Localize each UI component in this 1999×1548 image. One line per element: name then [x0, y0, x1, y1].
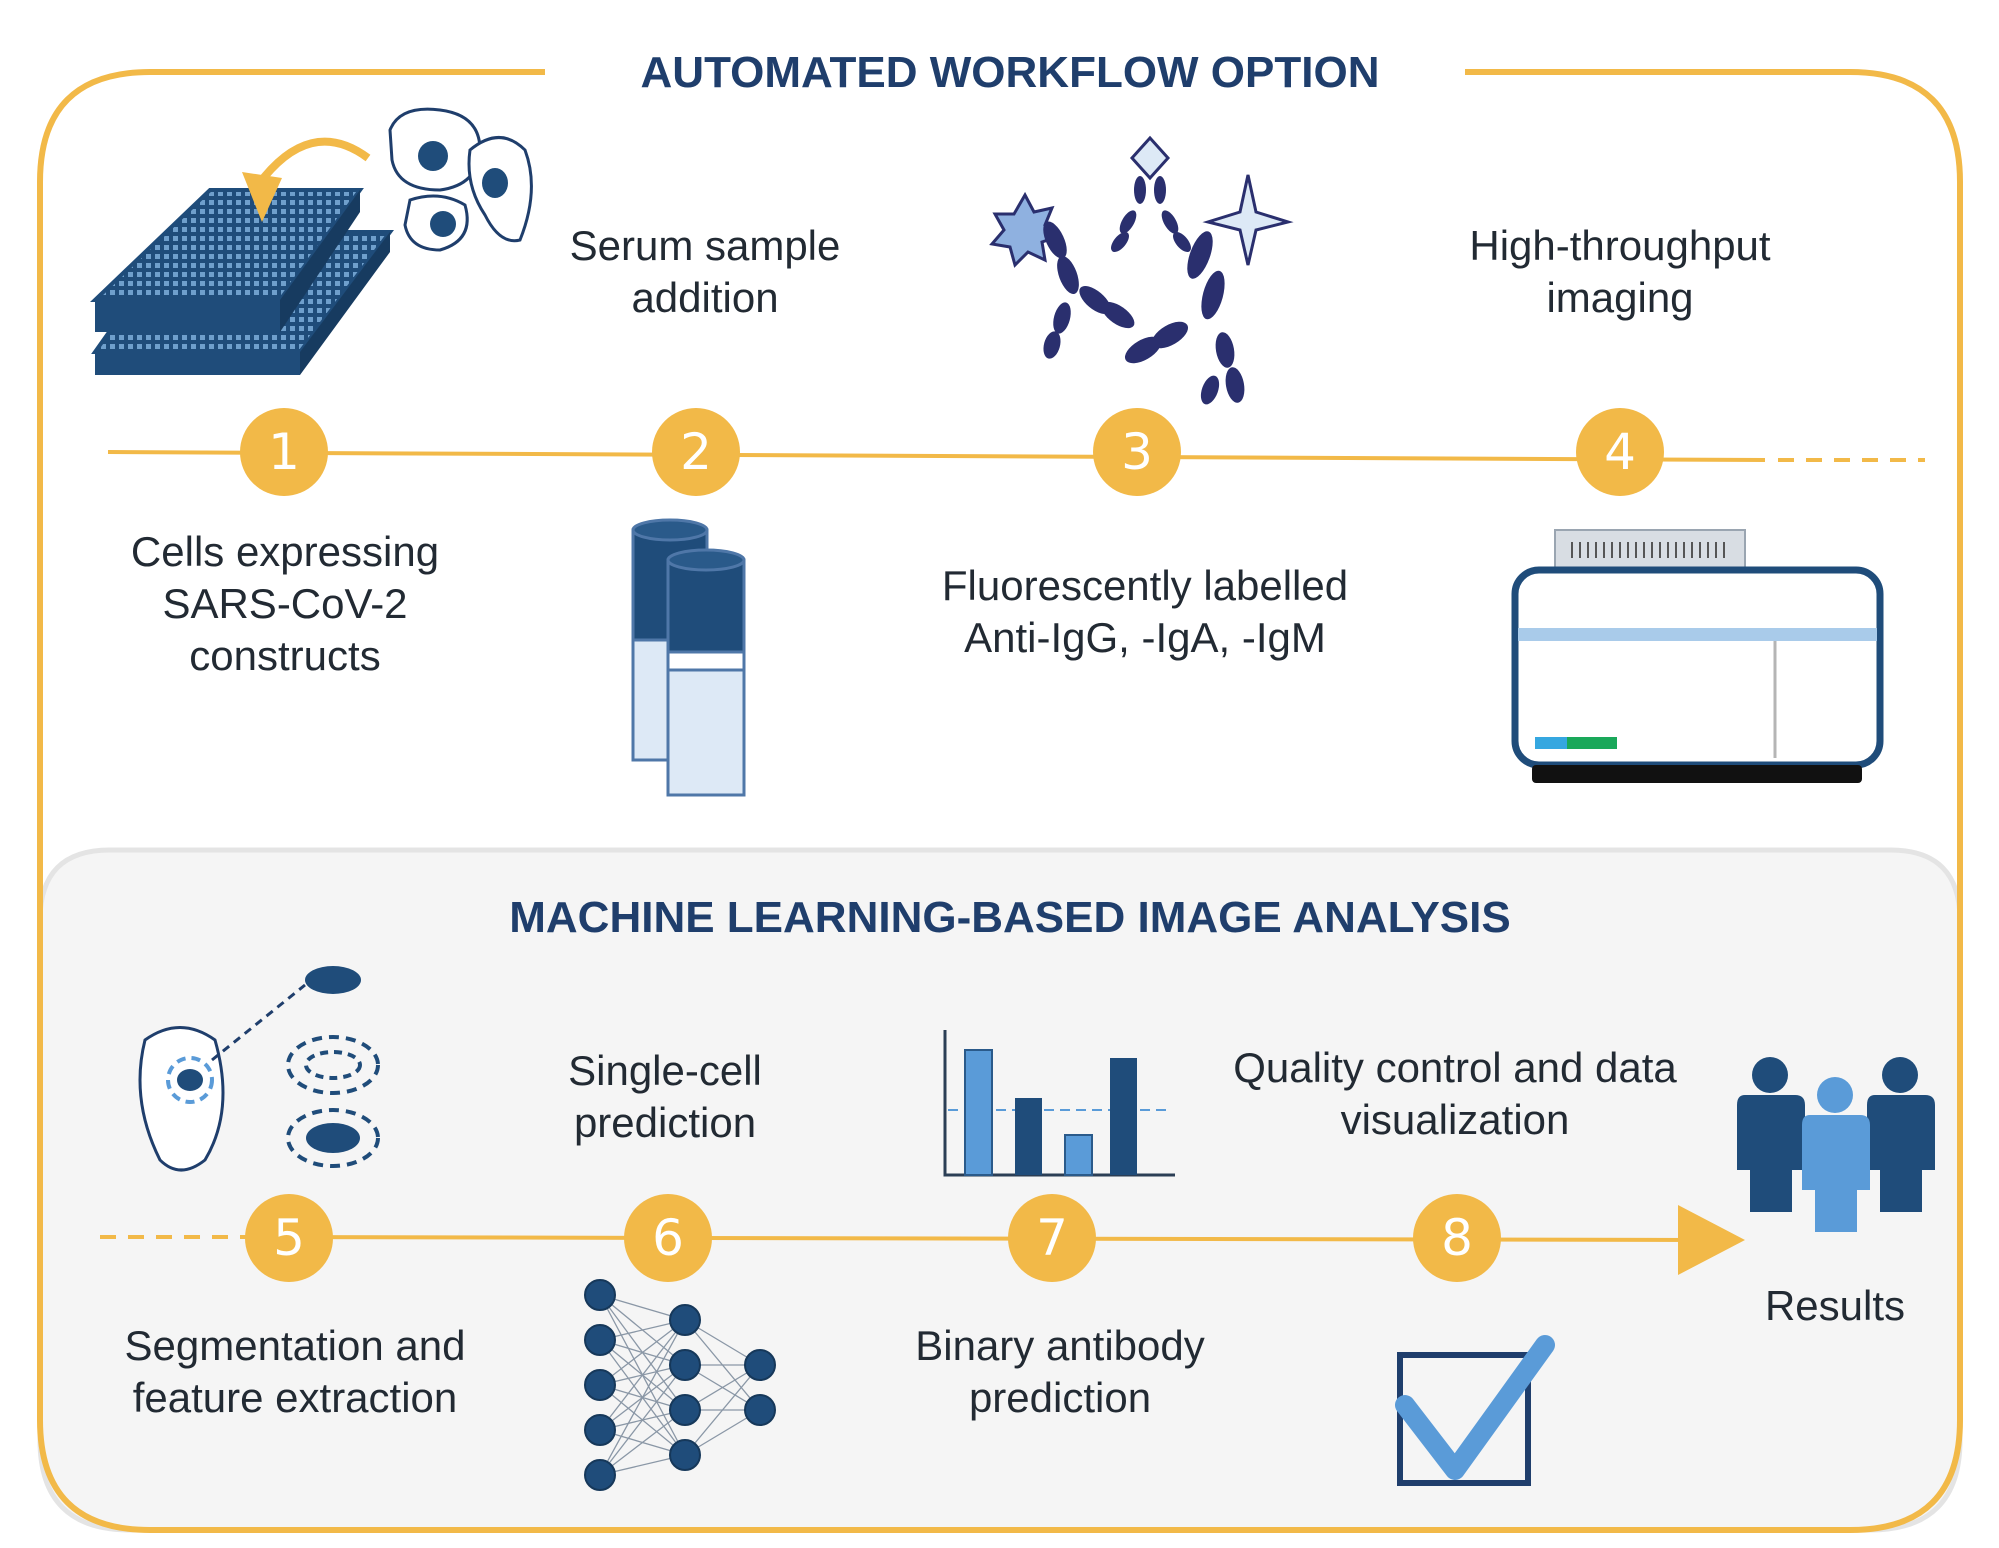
- analysis-panel: [37, 847, 1963, 1533]
- people-icon: [1737, 1057, 1935, 1232]
- bar-chart-icon: [943, 1030, 1175, 1177]
- sample-tubes-icon: [631, 518, 746, 797]
- step-8-badge: 8: [1413, 1194, 1501, 1282]
- timeline-arrowhead: [1678, 1205, 1745, 1275]
- step-7-badge: 7: [1008, 1194, 1096, 1282]
- step-4-label: High-throughput imaging: [1469, 222, 1771, 321]
- step-5-badge: 5: [245, 1194, 333, 1282]
- step-3-badge: 3: [1093, 408, 1181, 496]
- outer-frame: [37, 69, 1963, 1533]
- antibodies-icon: [989, 135, 1294, 405]
- top-section-title: AUTOMATED WORKFLOW OPTION: [640, 48, 1380, 97]
- cells-icon: [388, 107, 533, 252]
- step-7-label: Binary antibody prediction: [915, 1322, 1205, 1421]
- step-1-badge: 1: [240, 408, 328, 496]
- well-plate-icon: [90, 137, 394, 375]
- imaging-machine-icon: [1511, 529, 1884, 783]
- bottom-section-title: MACHINE LEARNING-BASED IMAGE ANALYSIS: [509, 893, 1511, 942]
- step-4-badge: 4: [1576, 408, 1664, 496]
- step-3-label: Fluorescently labelled Anti-IgG, -IgA, -…: [941, 562, 1349, 661]
- step-5-label: Segmentation and feature extraction: [124, 1322, 466, 1421]
- neural-network-icon: [584, 1279, 776, 1491]
- step-1-label: Cells expressing SARS-CoV-2 constructs: [130, 528, 440, 679]
- step-8-label: Quality control and data visualization: [1233, 1044, 1677, 1143]
- results-label: Results: [1764, 1282, 1906, 1329]
- step-2-badge: 2: [652, 408, 740, 496]
- checkbox-icon: [1395, 1335, 1555, 1486]
- step-6-badge: 6: [624, 1194, 712, 1282]
- step-6-label: Single-cell prediction: [568, 1047, 762, 1146]
- top-timeline: [107, 450, 1766, 462]
- segmentation-icon: [138, 966, 380, 1172]
- step-2-label: Serum sample addition: [569, 222, 841, 321]
